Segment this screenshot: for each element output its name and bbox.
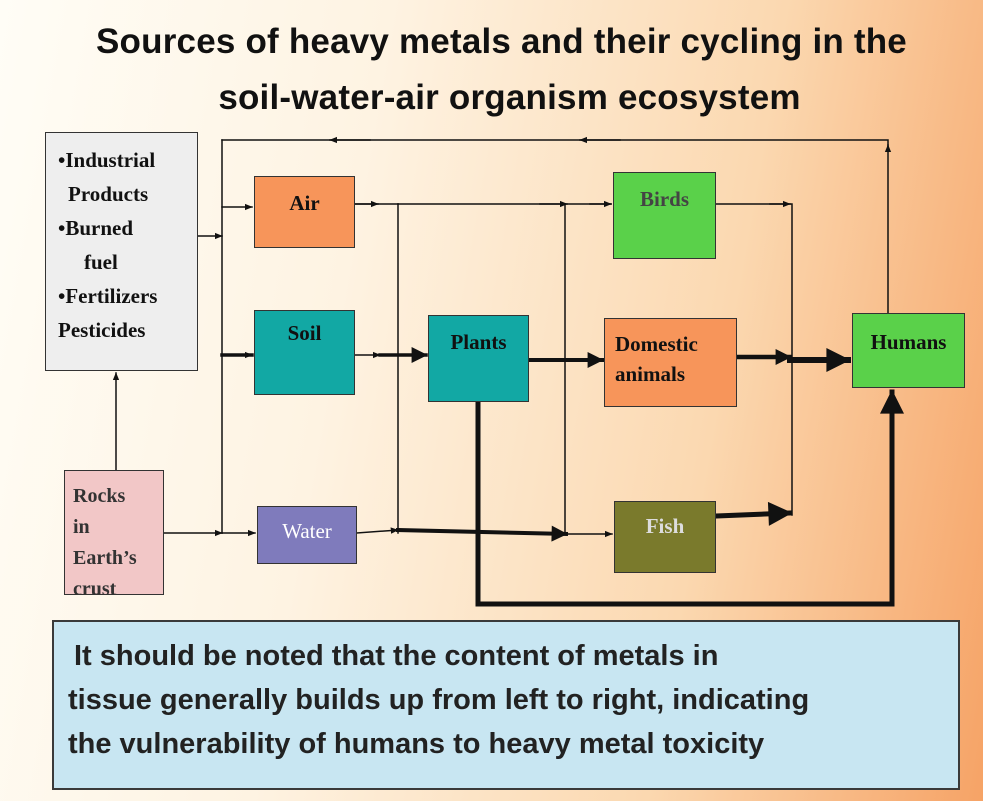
node-humans: Humans [852, 313, 965, 388]
rocks-line: in [73, 516, 90, 538]
node-plants: Plants [428, 315, 529, 402]
node-rocks: Rocks in Earth’s crust [64, 470, 164, 595]
edge-humans-to-sources [221, 139, 889, 314]
rocks-line: Rocks [73, 485, 126, 507]
node-soil: Soil [254, 310, 355, 395]
node-sources: •Industrial Products •Burned fuel •Ferti… [45, 132, 198, 371]
rocks-line: Earth’s [73, 547, 137, 569]
edge-birds-out [715, 203, 793, 516]
node-fish: Fish [614, 501, 716, 573]
node-air: Air [254, 176, 355, 248]
note-line-1: It should be noted that the content of m… [74, 640, 719, 672]
rocks-line: crust [73, 578, 117, 595]
edge-fish-to-bus [713, 501, 793, 526]
node-birds: Birds [613, 172, 716, 259]
edge-water-to-fish-thick [395, 525, 569, 542]
node-water: Water [257, 506, 357, 564]
edge-water-out [356, 527, 399, 534]
sources-line: fuel [84, 250, 118, 274]
sources-line: •Burned [58, 216, 134, 240]
edge-plants-to-humans [475, 389, 904, 607]
note-box: It should be noted that the content of m… [52, 620, 960, 790]
note-line-3: the vulnerability of humans to heavy met… [68, 728, 765, 760]
sources-line: Pesticides [58, 318, 146, 342]
diagram-title-line-2: soil-water-air organism ecosystem [218, 78, 801, 117]
note-line-2: tissue generally builds up from left to … [68, 684, 810, 716]
sources-line: •Industrial [58, 148, 156, 172]
domestic-line: animals [615, 362, 686, 386]
sources-line: •Fertilizers [58, 284, 158, 308]
node-domestic-animals: Domestic animals [604, 318, 737, 407]
sources-line: Products [68, 182, 149, 206]
diagram-title-line-1: Sources of heavy metals and their cyclin… [96, 22, 907, 61]
domestic-line: Domestic [615, 332, 698, 356]
